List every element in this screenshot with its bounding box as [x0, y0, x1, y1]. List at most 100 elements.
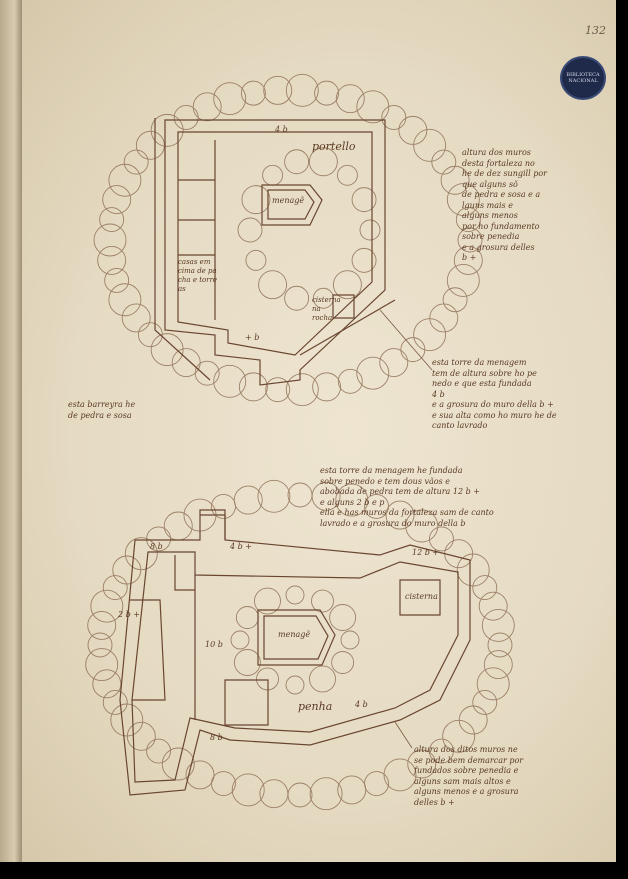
tree-canopy-mark	[285, 373, 319, 407]
lower-castle-name: penha	[298, 700, 333, 713]
tree-canopy-mark	[351, 247, 377, 273]
tree-canopy-mark	[428, 738, 454, 764]
upper-keep-label: menagẽ	[272, 196, 305, 205]
measure: 4 b	[355, 700, 368, 709]
tree-canopy-mark	[262, 164, 284, 186]
tree-canopy-mark	[314, 80, 340, 106]
tree-canopy-mark	[308, 147, 338, 177]
upper-keep-note: esta torre da menagem tem de altura sobr…	[432, 358, 557, 430]
tree-canopy-mark	[173, 105, 199, 130]
tree-canopy-mark	[237, 217, 263, 243]
lower-walls-note: altura dos ditos muros ne se pode bem de…	[414, 745, 524, 807]
tree-canopy-mark	[90, 589, 124, 623]
tree-canopy-mark	[93, 223, 127, 257]
tree-canopy-mark	[351, 187, 377, 213]
tree-canopy-mark	[478, 591, 508, 621]
lower-castle-walls	[119, 509, 471, 796]
tree-canopy-mark	[456, 553, 490, 587]
measure: 10 b	[205, 640, 223, 649]
tree-canopy-mark	[287, 782, 313, 808]
tree-canopy-mark	[405, 509, 439, 543]
upper-keep	[261, 184, 323, 226]
tree-canopy-mark	[442, 719, 476, 753]
measure: 8 b	[210, 733, 223, 742]
tree-canopy-mark	[287, 482, 313, 508]
upper-measure-bottom: + b	[245, 333, 260, 342]
tree-canopy-mark	[440, 165, 470, 195]
tree-canopy-mark	[263, 75, 293, 105]
adjacent-page-edge	[0, 0, 24, 862]
tree-canopy-mark	[213, 364, 247, 398]
tree-canopy-mark	[102, 689, 128, 715]
tree-canopy-mark	[137, 322, 163, 348]
tree-canopy-mark	[285, 585, 305, 605]
tree-canopy-mark	[335, 483, 369, 517]
tree-canopy-mark	[213, 82, 247, 116]
tree-canopy-mark	[400, 337, 426, 363]
tree-canopy-mark	[487, 632, 513, 658]
lower-keep-label: menagẽ	[278, 630, 311, 639]
tree-canopy-mark	[311, 589, 334, 613]
lower-cistern	[399, 579, 441, 616]
tree-canopy-mark	[472, 689, 498, 715]
tree-canopy-mark	[99, 207, 125, 233]
lower-keep-note: esta torre da menagem he fundada sobre p…	[320, 466, 494, 528]
upper-castle-name: portello	[312, 140, 356, 153]
measure: 4 b +	[230, 542, 252, 551]
tree-canopy-mark	[284, 285, 310, 311]
lower-keep	[257, 609, 336, 666]
tree-canopy-mark	[87, 610, 117, 640]
tree-canopy-mark	[124, 537, 158, 571]
tree-canopy-mark	[102, 575, 128, 601]
tree-canopy-mark	[385, 500, 415, 530]
tree-canopy-mark	[364, 771, 389, 797]
tree-canopy-mark	[87, 632, 113, 658]
tree-canopy-mark	[108, 283, 142, 317]
tree-canopy-mark	[356, 356, 390, 390]
tree-canopy-mark	[383, 758, 417, 792]
tree-canopy-mark	[240, 80, 266, 106]
tree-canopy-mark	[442, 287, 468, 313]
tree-canopy-mark	[258, 270, 288, 300]
upper-walls-note: altura dos muros desta fortaleza no he d…	[462, 148, 547, 262]
tree-canopy-mark	[230, 630, 250, 650]
tree-canopy-mark	[92, 669, 122, 699]
tree-canopy-mark	[110, 703, 144, 737]
tree-canopy-mark	[135, 130, 165, 160]
measure: 8 b	[150, 542, 163, 551]
tree-canopy-mark	[455, 207, 481, 233]
tree-canopy-mark	[340, 630, 360, 650]
tree-canopy-mark	[85, 648, 119, 682]
tree-canopy-mark	[481, 608, 515, 642]
tree-canopy-mark	[150, 333, 184, 367]
tree-canopy-mark	[457, 227, 483, 253]
tree-canopy-mark	[238, 372, 268, 402]
tree-canopy-mark	[97, 245, 127, 275]
measure: 2 b +	[118, 610, 140, 619]
stamp-text: BIBLIOTECA NACIONAL	[566, 72, 600, 84]
tree-canopy-mark	[241, 185, 271, 215]
tree-canopy-mark	[335, 84, 365, 114]
tree-canopy-mark	[233, 649, 261, 676]
tree-canopy-mark	[336, 164, 358, 186]
tree-canopy-mark	[381, 105, 407, 130]
tree-canopy-mark	[235, 606, 259, 629]
tree-canopy-mark	[146, 738, 172, 764]
tree-canopy-mark	[431, 149, 457, 175]
page-number: 132	[585, 24, 606, 37]
tree-canopy-mark	[285, 675, 305, 695]
tree-canopy-mark	[245, 249, 267, 271]
tree-canopy-mark	[231, 773, 265, 807]
tree-canopy-mark	[102, 185, 132, 214]
tree-canopy-mark	[121, 303, 151, 333]
tree-canopy-mark	[379, 348, 409, 377]
tree-canopy-mark	[446, 183, 480, 216]
tree-canopy-mark	[309, 777, 343, 811]
tree-canopy-mark	[329, 604, 357, 631]
tree-canopy-mark	[413, 318, 447, 352]
tree-canopy-mark	[332, 270, 362, 300]
measure: 12 b +	[412, 548, 440, 557]
tree-canopy-mark	[108, 163, 142, 197]
upper-measure-top: 4 b	[275, 125, 288, 134]
tree-canopy-mark	[123, 149, 149, 175]
